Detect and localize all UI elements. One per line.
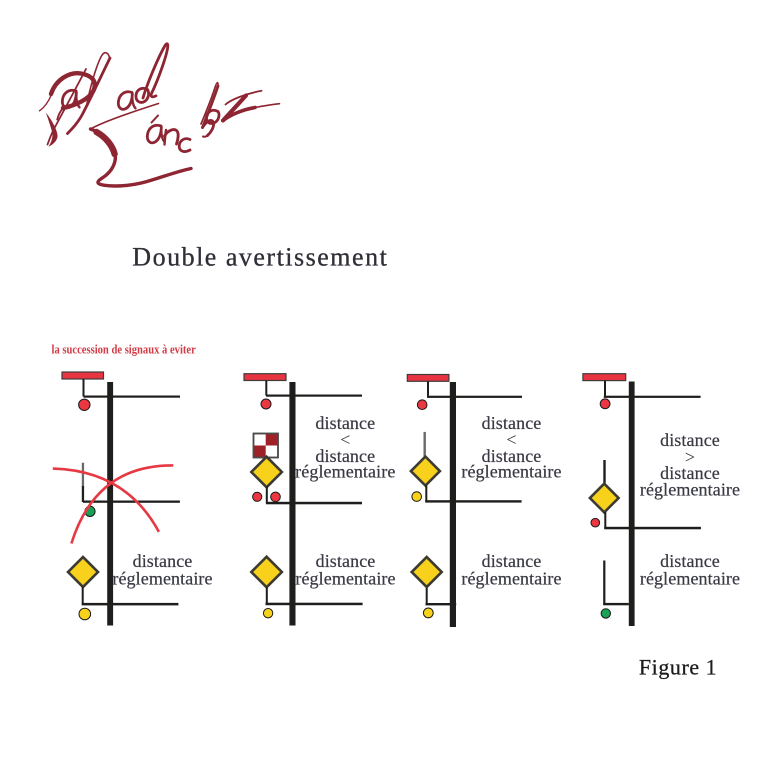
svg-text:<: < [506, 429, 516, 449]
svg-text:Double avertissement: Double avertissement [132, 243, 388, 272]
svg-text:distance: distance [133, 551, 193, 571]
svg-text:réglementaire: réglementaire [461, 462, 561, 482]
svg-text:réglementaire: réglementaire [112, 568, 212, 588]
svg-text:<: < [340, 429, 350, 449]
svg-text:>: > [685, 447, 695, 467]
svg-text:distance: distance [660, 551, 720, 571]
svg-text:distance: distance [482, 446, 542, 466]
svg-text:distance: distance [660, 463, 720, 483]
svg-text:réglementaire: réglementaire [295, 568, 395, 588]
svg-text:distance: distance [315, 413, 375, 433]
svg-text:distance: distance [482, 413, 542, 433]
svg-text:réglementaire: réglementaire [640, 568, 740, 588]
svg-text:distance: distance [660, 430, 720, 450]
svg-text:distance: distance [315, 446, 375, 466]
svg-text:réglementaire: réglementaire [461, 568, 561, 588]
svg-text:la succession de signaux à evi: la succession de signaux à eviter [52, 342, 196, 357]
svg-text:réglementaire: réglementaire [640, 479, 740, 499]
svg-text:distance: distance [482, 551, 542, 571]
svg-text:réglementaire: réglementaire [295, 462, 395, 482]
svg-text:Figure 1: Figure 1 [639, 654, 717, 679]
svg-text:distance: distance [316, 551, 376, 571]
